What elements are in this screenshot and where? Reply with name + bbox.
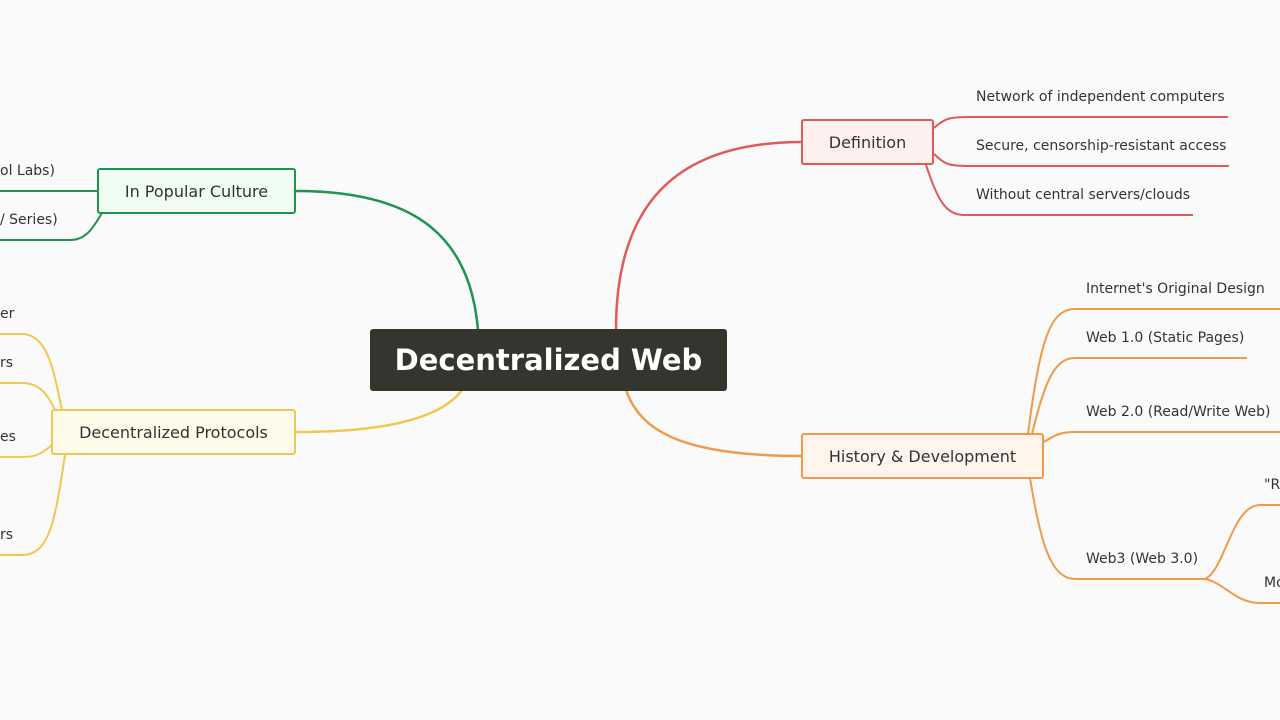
leaf-web3-2[interactable]: Mo <box>1264 575 1280 591</box>
branch-culture[interactable]: In Popular Culture <box>97 168 296 214</box>
leaf-definition-1[interactable]: Network of independent computers <box>976 89 1225 105</box>
leaf-culture-2[interactable]: / Series) <box>0 212 58 228</box>
branch-culture-label: In Popular Culture <box>124 181 269 201</box>
branch-protocols-label: Decentralized Protocols <box>79 422 268 442</box>
root-label: Decentralized Web <box>394 343 703 377</box>
leaf-history-3[interactable]: Web 2.0 (Read/Write Web) <box>1086 404 1271 420</box>
leaf-web3-1[interactable]: "R <box>1264 477 1280 493</box>
branch-history-label: History & Development <box>828 446 1017 466</box>
leaf-protocols-1[interactable]: er <box>0 306 15 322</box>
branch-definition[interactable]: Definition <box>801 119 934 165</box>
leaf-definition-3[interactable]: Without central servers/clouds <box>976 187 1191 203</box>
leaf-culture-1[interactable]: ol Labs) <box>0 163 55 179</box>
leaf-definition-2[interactable]: Secure, censorship-resistant access <box>976 138 1227 154</box>
root-node[interactable]: Decentralized Web <box>370 329 727 391</box>
leaf-protocols-2[interactable]: rs <box>0 355 14 371</box>
branch-history[interactable]: History & Development <box>801 433 1044 479</box>
branch-protocols[interactable]: Decentralized Protocols <box>51 409 296 455</box>
leaf-protocols-4[interactable]: rs <box>0 527 14 543</box>
leaf-history-1[interactable]: Internet's Original Design <box>1086 281 1265 297</box>
leaf-history-2[interactable]: Web 1.0 (Static Pages) <box>1086 330 1245 346</box>
branch-definition-label: Definition <box>828 132 907 152</box>
leaf-history-4[interactable]: Web3 (Web 3.0) <box>1086 551 1199 567</box>
leaf-protocols-3[interactable]: es <box>0 429 16 445</box>
